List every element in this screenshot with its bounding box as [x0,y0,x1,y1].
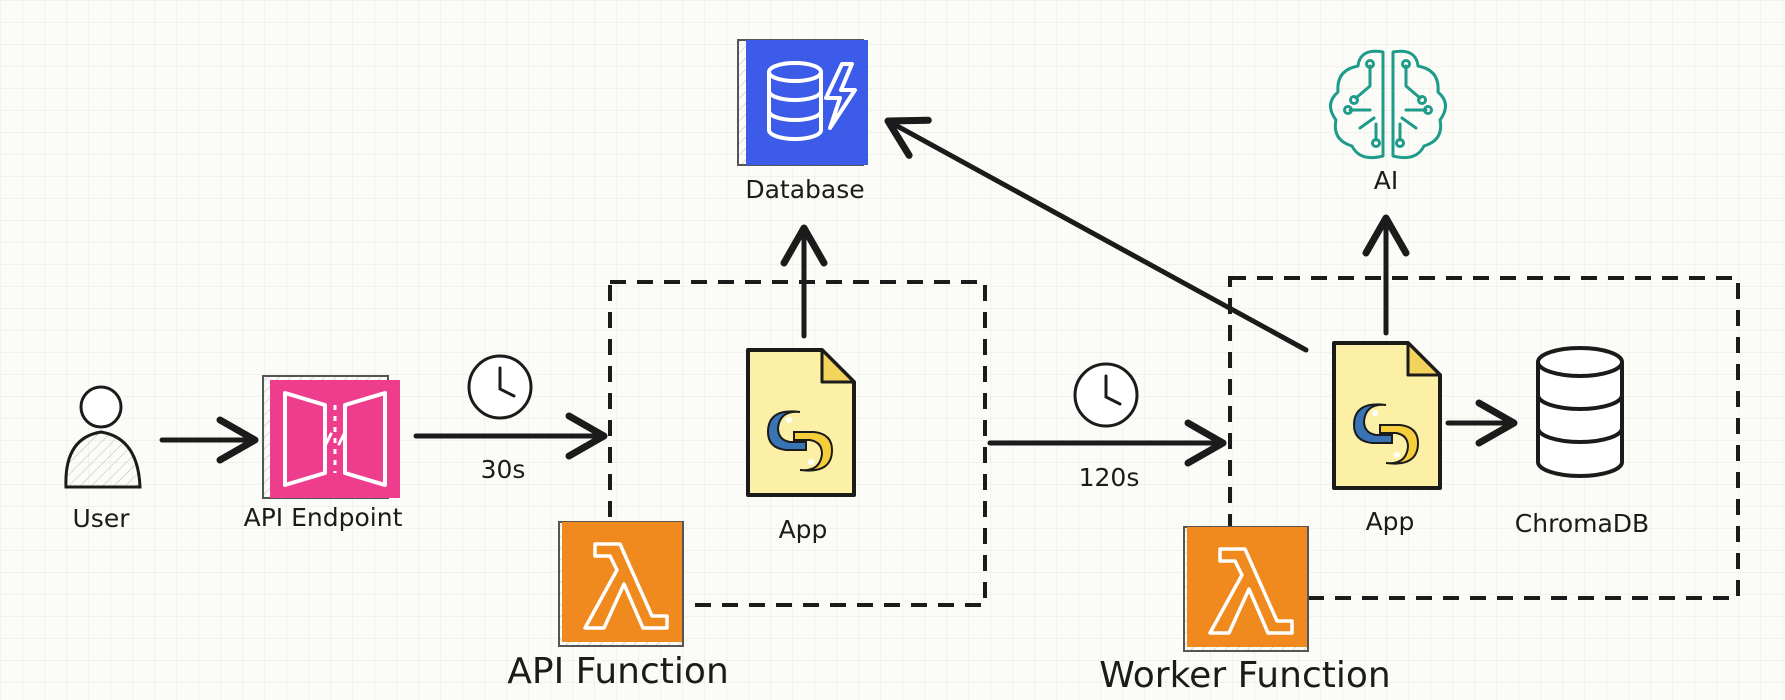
api-timeout-label: 30s [481,455,526,484]
chromadb-label: ChromaDB [1515,509,1649,538]
python-file-icon [1332,341,1442,490]
api-function-title: API Function [507,651,729,692]
lambda-icon [558,521,684,647]
chromadb-icon [1536,346,1624,478]
database-label: Database [745,175,864,204]
worker-app-to-database-arrow [884,116,1309,353]
database-icon [737,39,868,166]
clock-icon [467,354,533,420]
worker-app-label: App [1366,507,1415,536]
worker-function-boundary [1228,276,1740,600]
lambda-icon [1183,526,1309,652]
api-endpoint-label: API Endpoint [244,503,403,532]
api-app-label: App [779,515,828,544]
clock-icon [1073,362,1139,428]
worker-function-title: Worker Function [1099,655,1390,696]
user-icon [64,385,142,489]
user-label: User [73,504,131,533]
ai-label: AI [1374,166,1398,195]
ai-brain-icon [1329,49,1447,160]
worker-timeout-label: 120s [1079,463,1140,492]
python-file-icon [746,348,856,497]
api-gateway-icon [262,375,400,499]
